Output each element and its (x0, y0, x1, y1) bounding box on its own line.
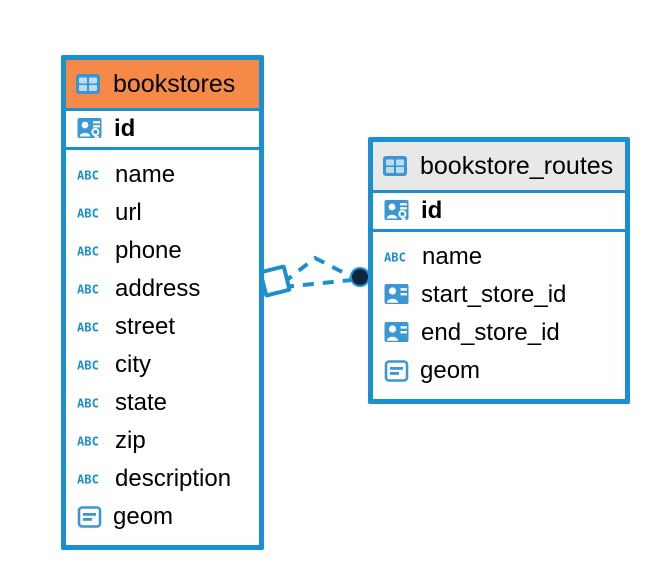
svg-text:ABC: ABC (77, 283, 99, 296)
relationship-line-lower (282, 278, 353, 289)
attribute-label: geom (420, 357, 481, 384)
attribute-row-name[interactable]: ABC name (373, 238, 625, 276)
svg-text:ABC: ABC (77, 169, 99, 182)
svg-text:ABC: ABC (77, 359, 99, 372)
abc-text-icon: ABC (77, 321, 99, 334)
attribute-row-geom[interactable]: geom (66, 498, 259, 536)
attribute-label: id (421, 197, 443, 224)
svg-text:ABC: ABC (77, 435, 99, 448)
attribute-row-zip[interactable]: ABC zip (66, 422, 259, 460)
primary-key-icon (384, 200, 409, 222)
attribute-row-end-store-id[interactable]: end_store_id (373, 314, 625, 352)
entity-name-label: bookstores (113, 69, 236, 98)
attribute-row-start-store-id[interactable]: start_store_id (373, 276, 625, 314)
svg-text:ABC: ABC (384, 251, 406, 264)
attribute-list: ABC name start_store_id (373, 232, 625, 398)
attribute-label: id (114, 115, 136, 142)
attribute-label: address (115, 275, 201, 302)
svg-text:ABC: ABC (77, 397, 99, 410)
entity-header-bookstore-routes[interactable]: bookstore_routes (373, 142, 625, 190)
attribute-label: zip (115, 427, 146, 454)
entity-header-bookstores[interactable]: bookstores (66, 60, 259, 108)
attribute-row-id[interactable]: id (66, 108, 259, 150)
entity-bookstores[interactable]: bookstores id ABC name (61, 55, 264, 550)
attribute-label: description (115, 465, 232, 492)
attribute-label: street (115, 313, 176, 340)
attribute-label: start_store_id (421, 281, 567, 308)
attribute-row-id[interactable]: id (373, 190, 625, 232)
geometry-icon (77, 506, 102, 528)
attribute-label: phone (115, 237, 182, 264)
diamond-outline-icon (258, 264, 292, 298)
abc-text-icon: ABC (77, 283, 99, 296)
attribute-list: ABC name ABC url ABC phone ABC (66, 150, 259, 544)
attribute-row-address[interactable]: ABC address (66, 270, 259, 308)
foreign-key-icon (384, 284, 409, 304)
attribute-row-city[interactable]: ABC city (66, 346, 259, 384)
svg-text:ABC: ABC (77, 245, 99, 258)
entity-name-label: bookstore_routes (420, 151, 614, 180)
abc-text-icon: ABC (77, 359, 99, 372)
entity-bookstore-routes[interactable]: bookstore_routes id ABC name (368, 137, 630, 404)
attribute-row-name[interactable]: ABC name (66, 156, 259, 194)
abc-text-icon: ABC (77, 397, 99, 410)
table-icon (76, 74, 100, 94)
attribute-label: geom (113, 503, 174, 530)
abc-text-icon: ABC (77, 207, 99, 220)
attribute-label: city (115, 351, 151, 378)
abc-text-icon: ABC (77, 435, 99, 448)
abc-text-icon: ABC (384, 251, 406, 264)
attribute-label: url (115, 199, 142, 226)
abc-text-icon: ABC (77, 245, 99, 258)
relationship-line-upper (281, 255, 353, 285)
attribute-row-street[interactable]: ABC street (66, 308, 259, 346)
svg-text:ABC: ABC (77, 321, 99, 334)
attribute-label: name (422, 243, 483, 270)
table-icon (383, 156, 407, 176)
svg-text:ABC: ABC (77, 473, 99, 486)
abc-text-icon: ABC (77, 169, 99, 182)
attribute-row-description[interactable]: ABC description (66, 460, 259, 498)
attribute-row-phone[interactable]: ABC phone (66, 232, 259, 270)
attribute-label: end_store_id (421, 319, 560, 346)
svg-text:ABC: ABC (77, 207, 99, 220)
abc-text-icon: ABC (77, 473, 99, 486)
foreign-key-icon (384, 322, 409, 342)
filled-circle-icon (350, 267, 370, 287)
attribute-label: state (115, 389, 168, 416)
geometry-icon (384, 360, 409, 382)
attribute-row-url[interactable]: ABC url (66, 194, 259, 232)
attribute-row-state[interactable]: ABC state (66, 384, 259, 422)
attribute-label: name (115, 161, 176, 188)
primary-key-icon (77, 118, 102, 140)
attribute-row-geom[interactable]: geom (373, 352, 625, 390)
